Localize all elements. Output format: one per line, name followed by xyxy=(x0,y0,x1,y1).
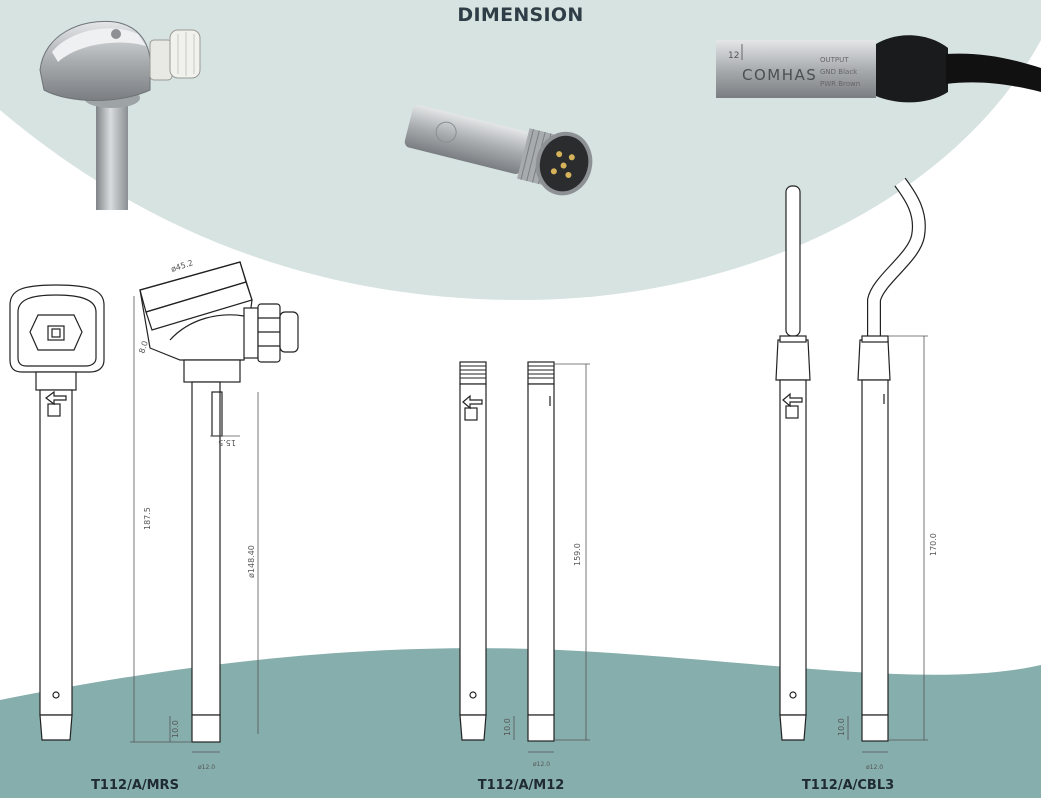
dim-mrs-gland: 15.5 xyxy=(218,438,236,447)
drawing-m12-front xyxy=(459,361,487,741)
photo-connection-head xyxy=(39,20,201,210)
dim-m12-dia: ø12.0 xyxy=(533,761,550,768)
dim-mrs-total-length: 187.5 xyxy=(143,507,152,530)
dimension-lines-cbl3 xyxy=(847,335,928,753)
dim-m12-length: 159.0 xyxy=(573,543,582,566)
dimension-lines-m12 xyxy=(513,363,590,753)
dim-cbl3-tip: 10.0 xyxy=(837,718,846,736)
dim-cbl3-dia: ø12.0 xyxy=(866,764,883,771)
svg-text:12: 12 xyxy=(728,51,739,61)
dim-mrs-gap: 8.0 xyxy=(137,340,149,355)
model-label-cbl3: T112/A/CBL3 xyxy=(801,778,895,793)
photo-m12-connector xyxy=(404,104,593,196)
drawing-mrs-front xyxy=(9,284,105,741)
svg-text:COMHAS: COMHAS xyxy=(742,66,817,84)
svg-text:PWR Brown: PWR Brown xyxy=(820,80,860,88)
svg-text:GND Black: GND Black xyxy=(820,68,858,76)
drawing-m12-side xyxy=(527,361,555,742)
dim-m12-tip: 10.0 xyxy=(503,718,512,736)
dimension-lines-mrs xyxy=(130,296,259,753)
dim-mrs-probe-length: ø148.40 xyxy=(247,545,256,578)
dim-mrs-head-dia: ø45.2 xyxy=(170,258,194,274)
drawing-cbl3-side xyxy=(857,177,926,742)
cable-gland-icon xyxy=(149,29,201,81)
svg-text:OUTPUT: OUTPUT xyxy=(820,56,849,64)
drawing-mrs-side xyxy=(139,261,299,743)
dim-mrs-dia: ø12.0 xyxy=(198,764,215,771)
page-title: DIMENSION xyxy=(457,4,584,26)
dim-mrs-tip: 10.0 xyxy=(171,720,180,738)
model-label-mrs: T112/A/MRS xyxy=(91,778,179,793)
model-label-m12: T112/A/M12 xyxy=(477,778,565,793)
dim-cbl3-length: 170.0 xyxy=(929,533,938,556)
drawing-cbl3-front xyxy=(775,185,811,741)
photo-cable-probe: 12 COMHAS OUTPUT GND Black PWR Brown xyxy=(716,35,1041,103)
